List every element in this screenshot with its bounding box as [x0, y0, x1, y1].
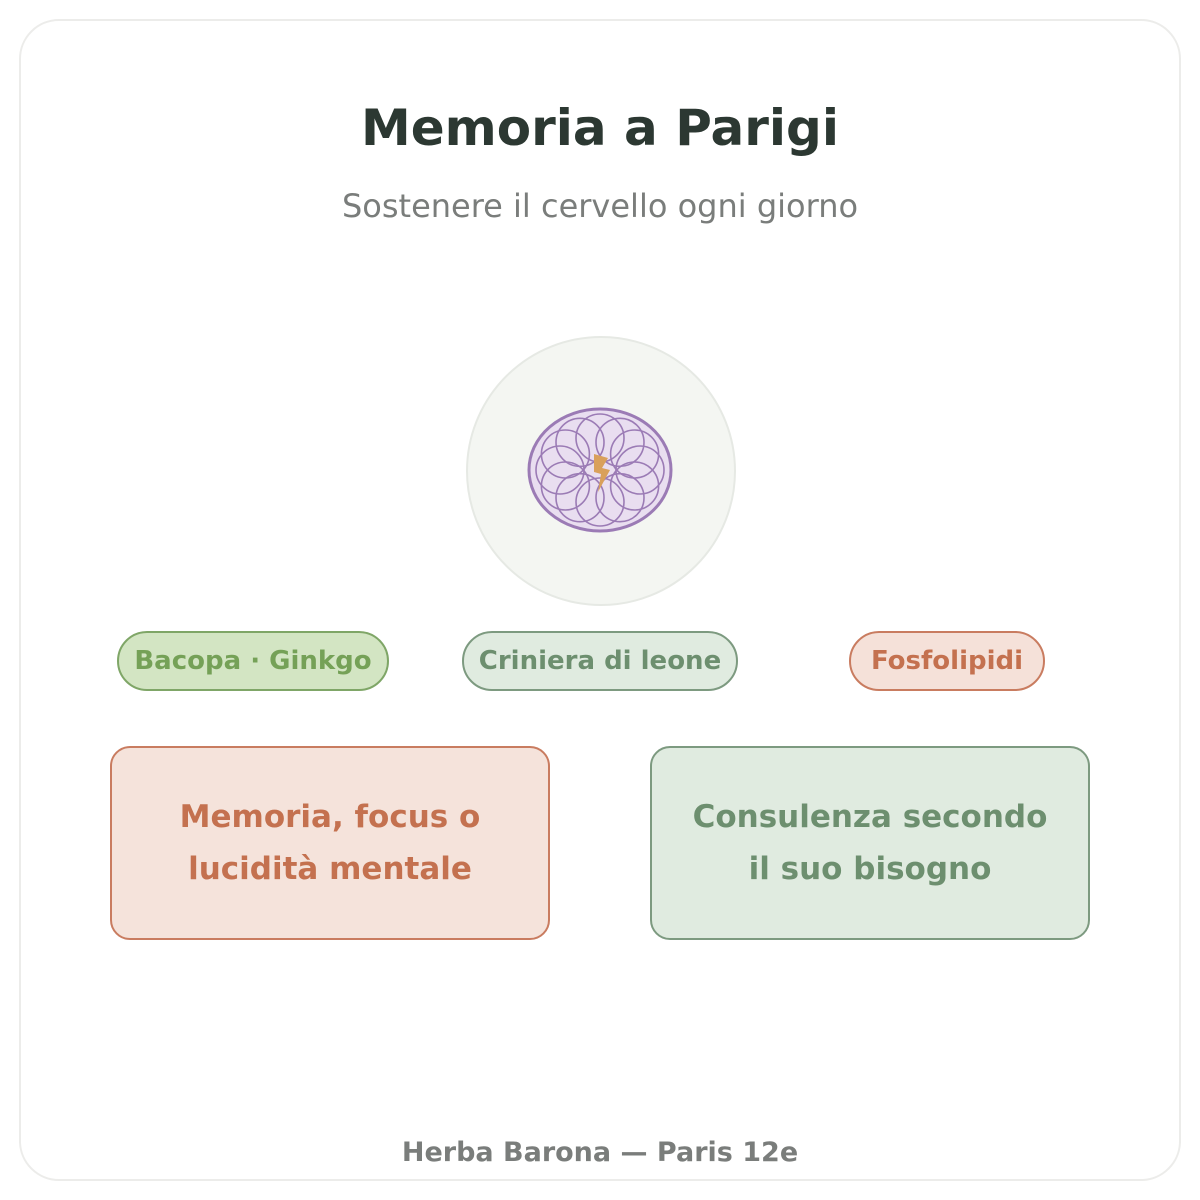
pill-bacopa-ginkgo: Bacopa · Ginkgo [117, 631, 389, 691]
box-consulenza: Consulenza secondo il suo bisogno [650, 746, 1090, 940]
pill-criniera-di-leone: Criniera di leone [462, 631, 738, 691]
box-memoria: Memoria, focus o lucidità mentale [110, 746, 550, 940]
footer: Herba Barona — Paris 12e [401, 1137, 799, 1168]
page-subtitle: Sostenere il cervello ogni giorno [341, 187, 859, 225]
lightning-icon [594, 454, 610, 492]
box-memoria-label: Memoria, focus o lucidità mentale [179, 799, 481, 887]
page-title: Memoria a Parigi [361, 99, 839, 157]
pill-fosfolipidi: Fosfolipidi [849, 631, 1045, 691]
box-consulenza-label: Consulenza secondo il suo bisogno [692, 799, 1048, 887]
brain-icon [527, 407, 673, 533]
